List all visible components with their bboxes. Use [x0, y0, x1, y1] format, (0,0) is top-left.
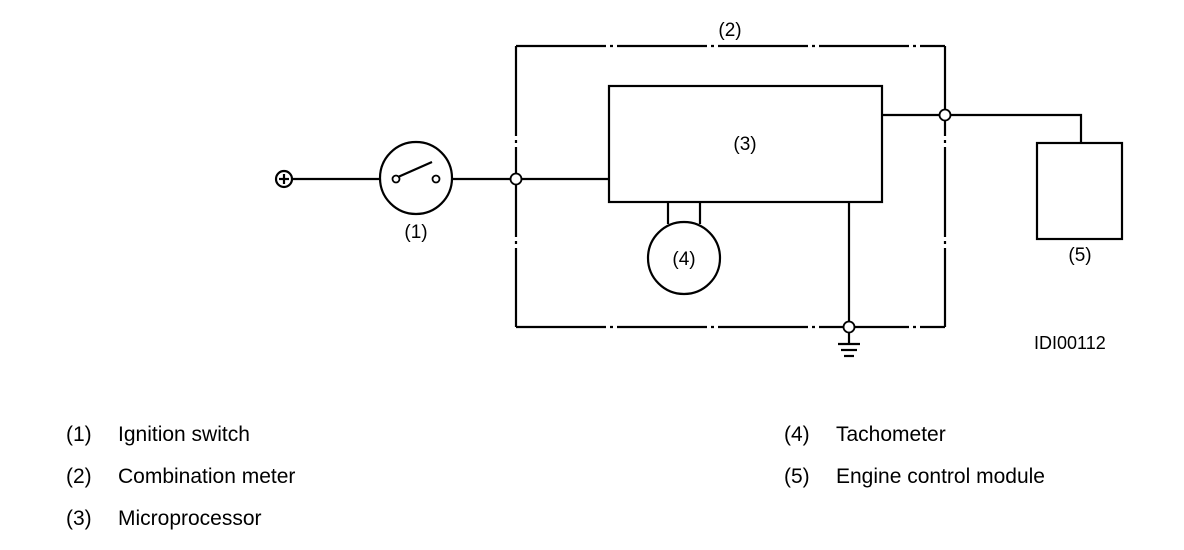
meter-ref-label: (2)	[718, 20, 741, 41]
switch-ref-label: (1)	[404, 222, 427, 243]
tachometer-symbol	[646, 220, 722, 296]
legend-item-number: (2)	[66, 465, 92, 488]
legend-item-label: Tachometer	[836, 423, 946, 446]
positive-terminal-icon	[274, 169, 294, 189]
ecm-box	[1035, 141, 1124, 241]
legend-item-label: Ignition switch	[118, 423, 250, 446]
wire-microprocessor-to-ecm	[882, 113, 1083, 143]
legend-item-number: (3)	[66, 507, 92, 530]
legend-item-label: Engine control module	[836, 465, 1045, 488]
legend-item-tachometer: (4) Tachometer	[784, 423, 946, 447]
junction-node-output	[938, 108, 952, 122]
ignition-switch-symbol	[378, 140, 454, 216]
wiring-diagram: (1) (2) (3) (4) (5) IDI00112	[274, 20, 1124, 358]
legend-item-ignition-switch: (1) Ignition switch	[66, 423, 250, 447]
legend-item-label: Microprocessor	[118, 507, 262, 530]
figure-id: IDI00112	[1034, 333, 1106, 353]
legend-item-label: Combination meter	[118, 465, 296, 488]
legend-item-number: (5)	[784, 465, 810, 488]
tachometer-ref-label: (4)	[672, 249, 695, 270]
legend-item-number: (4)	[784, 423, 810, 446]
legend-item-microprocessor: (3) Microprocessor	[66, 507, 262, 531]
ground-icon	[838, 327, 860, 358]
microprocessor-ref-label: (3)	[733, 134, 756, 155]
junction-node-input	[509, 172, 523, 186]
ecm-ref-label: (5)	[1068, 245, 1091, 266]
legend-item-number: (1)	[66, 423, 92, 446]
microprocessor-box	[607, 84, 884, 204]
legend-item-engine-control-module: (5) Engine control module	[784, 465, 1045, 489]
junction-node-ground	[842, 320, 856, 334]
combination-meter-boundary	[514, 44, 947, 329]
legend-item-combination-meter: (2) Combination meter	[66, 465, 295, 489]
